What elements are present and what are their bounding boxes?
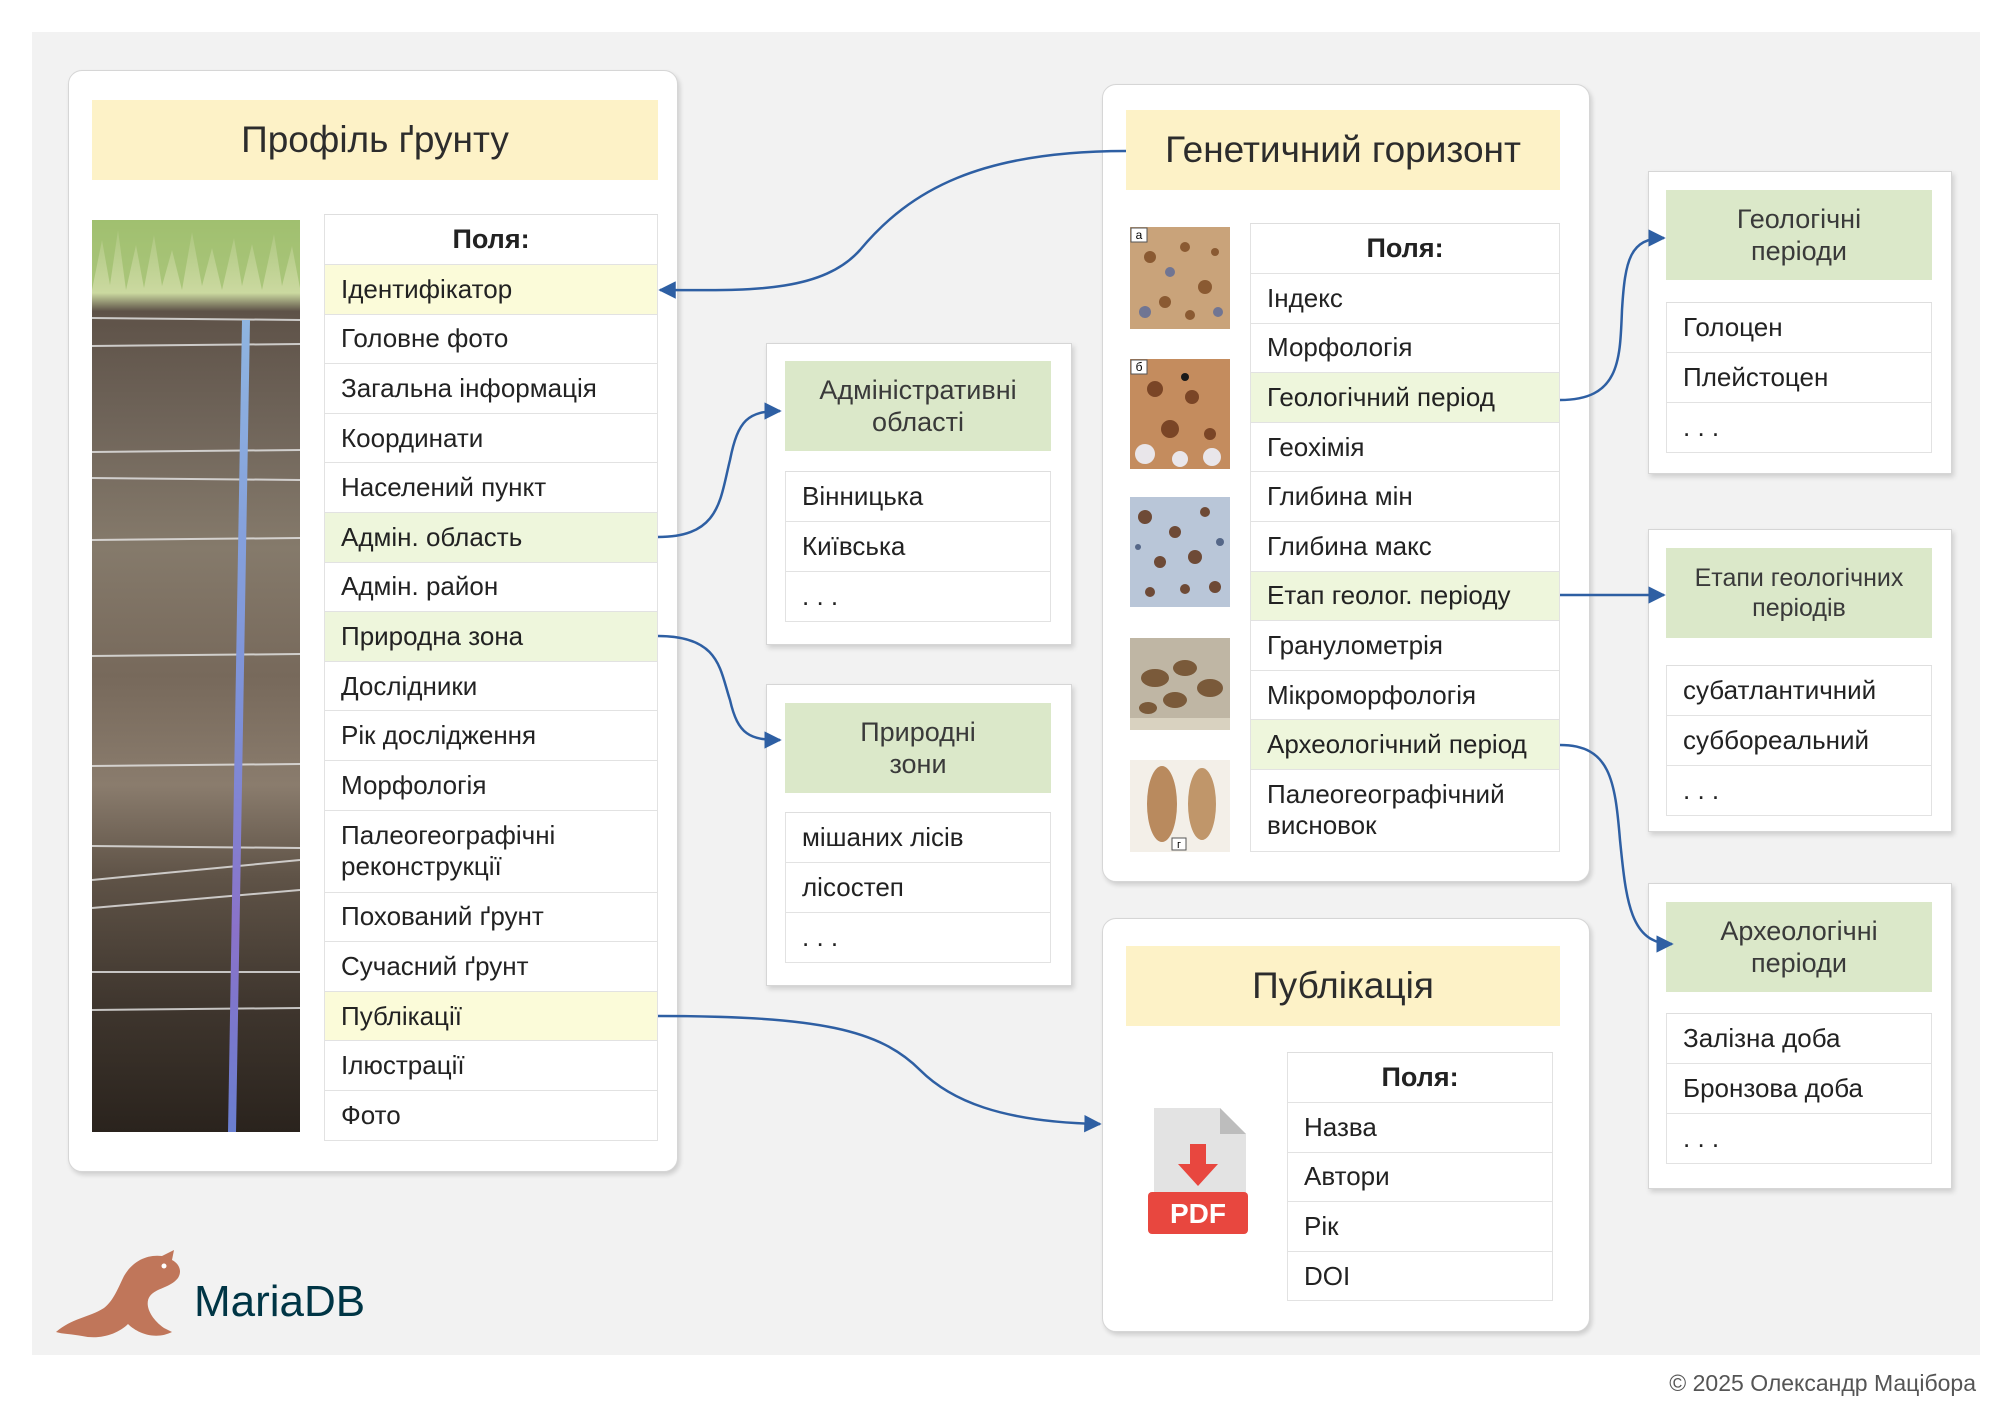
- micro-photo-a: а: [1130, 227, 1230, 329]
- natural-zone-row-0: мішаних лісів: [785, 813, 1051, 863]
- soil-profile-photo: [92, 220, 300, 1132]
- soil-profile-field-row-6: Адмін. район: [324, 562, 658, 613]
- geological-stages-title: Етапи геологічних періодів: [1666, 548, 1932, 638]
- geological-periods-title: Геологічні періоди: [1666, 190, 1932, 280]
- soil-profile-field-row-3: Координати: [324, 413, 658, 464]
- horizon-field-row-9: Археологічний період: [1250, 720, 1560, 770]
- soil-profile-field-row-1: Головне фото: [324, 314, 658, 365]
- publication-field-row-2: Рік: [1287, 1202, 1553, 1252]
- natural-zone-row-1: лісостеп: [785, 863, 1051, 913]
- horizon-field-row-6: Етап геолог. періоду: [1250, 571, 1560, 622]
- fields-header: Поля:: [1287, 1053, 1553, 1103]
- soil-profile-field-row-8: Дослідники: [324, 661, 658, 712]
- geological-stage-row-2: . . .: [1666, 766, 1932, 816]
- arrow-geological-period: [1559, 229, 1666, 402]
- publication-field-row-1: Автори: [1287, 1152, 1553, 1203]
- horizon-field-row-4: Глибина мін: [1250, 472, 1560, 522]
- soil-profile-field-row-14: Публікації: [324, 991, 658, 1042]
- soil-profile-field-row-16: Фото: [324, 1090, 658, 1141]
- horizon-field-row-5: Глибина макс: [1250, 521, 1560, 572]
- pdf-icon: PDF: [1148, 1108, 1248, 1234]
- soil-profile-field-row-15: Ілюстрації: [324, 1041, 658, 1091]
- archaeological-periods-title: Археологічні періоди: [1666, 902, 1932, 992]
- geological-period-row-0: Голоцен: [1666, 303, 1932, 353]
- soil-profile-title: Профіль ґрунту: [92, 100, 658, 180]
- horizon-field-row-10: Палеогеографічний висновок: [1250, 769, 1560, 852]
- natural-zones-title: Природні зони: [785, 703, 1051, 793]
- horizon-field-row-2: Геологічний період: [1250, 373, 1560, 423]
- arrow-publications: [657, 1014, 1102, 1133]
- soil-profile-field-row-4: Населений пункт: [324, 463, 658, 513]
- geological-stage-row-0: субатлантичний: [1666, 666, 1932, 716]
- mariadb-logo-text: MariaDB: [194, 1277, 365, 1326]
- soil-profile-field-row-7: Природна зона: [324, 612, 658, 662]
- artifact-photo: [1130, 638, 1230, 730]
- copyright-footer: © 2025 Олександр Мацібора: [1669, 1370, 1976, 1396]
- micro-photo-a-label: а: [1136, 228, 1143, 242]
- admin-region-row-2: . . .: [785, 572, 1051, 622]
- soil-profile-field-row-2: Загальна інформація: [324, 364, 658, 414]
- natural-zone-row-2: . . .: [785, 913, 1051, 963]
- shell-photo-label: г: [1177, 839, 1181, 851]
- fields-header: Поля:: [1250, 224, 1560, 274]
- horizon-field-row-0: Індекс: [1250, 274, 1560, 324]
- soil-profile-field-row-12: Похований ґрунт: [324, 892, 658, 943]
- shell-photo: г: [1130, 760, 1230, 852]
- publication-field-row-3: DOI: [1287, 1251, 1553, 1302]
- geological-period-row-2: . . .: [1666, 403, 1932, 453]
- geological-period-row-1: Плейстоцен: [1666, 353, 1932, 403]
- archaeological-period-row-0: Залізна доба: [1666, 1014, 1932, 1064]
- archaeological-period-row-2: . . .: [1666, 1114, 1932, 1164]
- horizon-field-row-3: Геохімія: [1250, 422, 1560, 473]
- horizon-field-row-1: Морфологія: [1250, 323, 1560, 374]
- horizon-field-row-7: Гранулометрія: [1250, 621, 1560, 671]
- arrow-archaeological-period: [1559, 743, 1674, 953]
- arrow-horizon-to-profile-id: [658, 149, 1127, 299]
- archaeological-period-row-1: Бронзова доба: [1666, 1064, 1932, 1114]
- soil-profile-field-row-9: Рік дослідження: [324, 711, 658, 761]
- soil-profile-field-row-0: Ідентифікатор: [324, 265, 658, 315]
- horizon-field-row-8: Мікроморфологія: [1250, 670, 1560, 721]
- arrow-natural-zone: [657, 634, 782, 749]
- micro-photo-b-label: б: [1136, 360, 1143, 374]
- arrow-admin-region: [657, 402, 782, 539]
- soil-profile-field-row-11: Палеогеографічні реконструкції: [324, 810, 658, 893]
- mariadb-logo: MariaDB: [56, 1250, 365, 1338]
- soil-profile-field-row-10: Морфологія: [324, 760, 658, 811]
- admin-regions-title: Адміністративні області: [785, 361, 1051, 451]
- pdf-label: PDF: [1170, 1198, 1226, 1229]
- fields-header: Поля:: [324, 215, 658, 265]
- publication-field-row-0: Назва: [1287, 1103, 1553, 1153]
- soil-profile-field-row-13: Сучасний ґрунт: [324, 942, 658, 992]
- micro-photo-b: б: [1130, 359, 1230, 469]
- admin-region-row-0: Вінницька: [785, 472, 1051, 522]
- geological-stage-row-1: суббореальний: [1666, 716, 1932, 766]
- soil-profile-field-row-5: Адмін. область: [324, 512, 658, 563]
- micro-photo-c: [1130, 497, 1230, 607]
- admin-region-row-1: Київська: [785, 522, 1051, 572]
- publication-title: Публікація: [1126, 946, 1560, 1026]
- genetic-horizon-title: Генетичний горизонт: [1126, 110, 1560, 190]
